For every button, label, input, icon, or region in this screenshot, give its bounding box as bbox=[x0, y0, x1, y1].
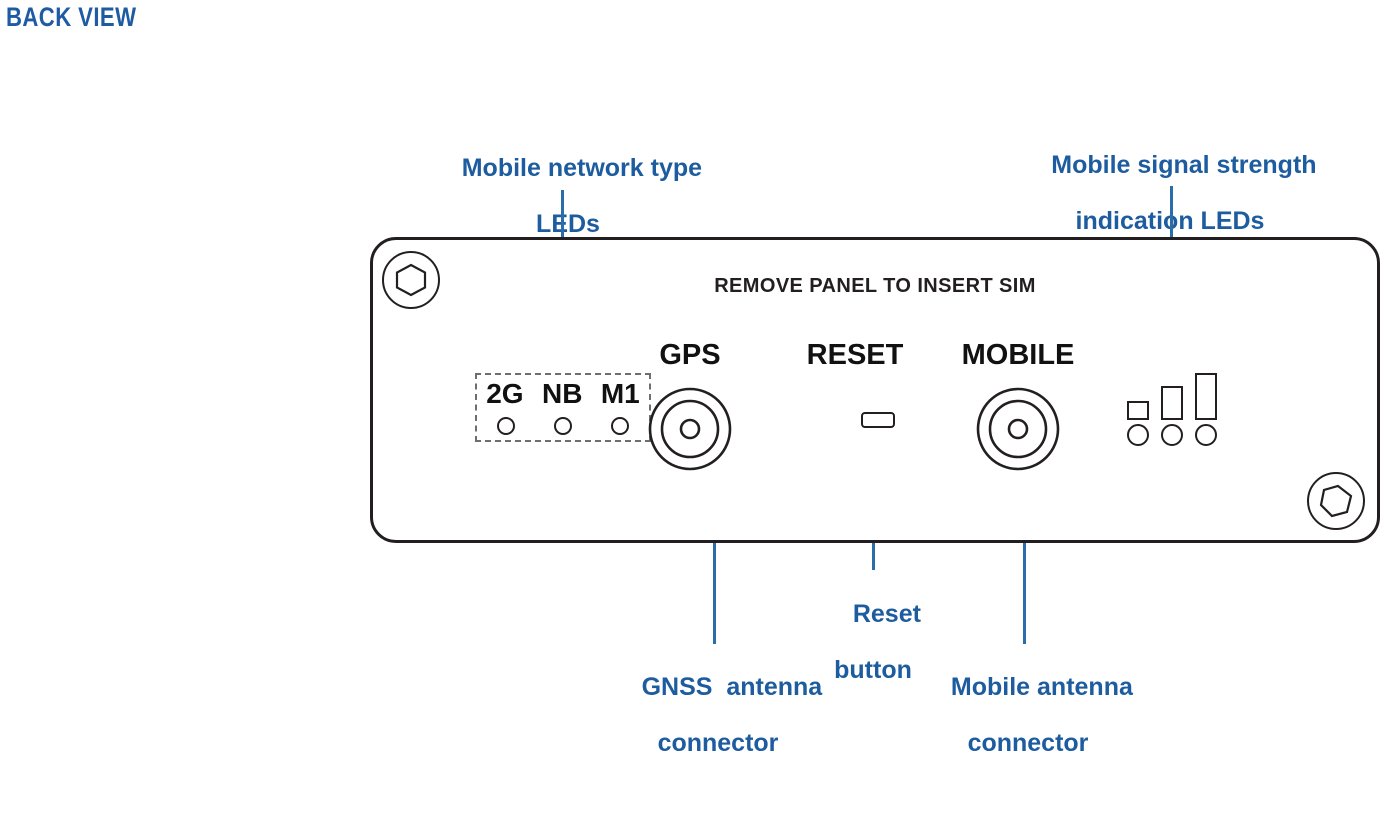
callout-mobile-line1: Mobile antenna bbox=[950, 673, 1133, 701]
network-type-led-group: 2G NB M1 bbox=[475, 373, 651, 442]
led-indicator-2g bbox=[496, 417, 515, 435]
callout-signal-strength-leds: Mobile signal strength indication LEDs bbox=[1000, 123, 1340, 291]
callout-reset-line2: button bbox=[834, 656, 912, 684]
callout-network-type-line2: LEDs bbox=[536, 210, 600, 238]
mobile-antenna-connector-icon[interactable] bbox=[976, 387, 1060, 471]
signal-strength-indicator bbox=[1127, 368, 1219, 448]
hexagon-icon bbox=[395, 263, 427, 297]
gnss-antenna-connector-icon[interactable] bbox=[648, 387, 732, 471]
page-title: BACK VIEW bbox=[6, 2, 137, 32]
callout-mobile-antenna-connector: Mobile antenna connector bbox=[898, 645, 1158, 813]
signal-strength-bars bbox=[1127, 368, 1219, 420]
callout-reset-button: Reset button bbox=[793, 572, 953, 740]
network-led-label-m1: M1 bbox=[600, 378, 640, 409]
callout-signal-strength-line2: indication LEDs bbox=[1075, 207, 1265, 235]
callout-mobile-line2: connector bbox=[967, 729, 1089, 757]
signal-led-2 bbox=[1161, 424, 1183, 446]
reset-button[interactable] bbox=[861, 412, 895, 428]
hexagon-icon bbox=[1319, 484, 1353, 518]
signal-strength-led-dots bbox=[1127, 424, 1219, 446]
port-label-reset: RESET bbox=[806, 339, 904, 371]
signal-led-3 bbox=[1195, 424, 1217, 446]
leader-line-gnss-connector bbox=[713, 466, 716, 644]
signal-bar-2 bbox=[1161, 386, 1183, 420]
signal-led-1 bbox=[1127, 424, 1149, 446]
signal-bar-3 bbox=[1195, 373, 1217, 420]
network-type-led-labels: 2G NB M1 bbox=[477, 380, 649, 408]
hex-screw-icon-bottom-right bbox=[1307, 472, 1365, 530]
panel-sim-instruction-text: REMOVE PANEL TO INSERT SIM bbox=[714, 275, 1036, 297]
network-led-label-nb: NB bbox=[541, 378, 583, 409]
network-led-label-2g: 2G bbox=[486, 378, 524, 409]
port-label-mobile: MOBILE bbox=[961, 339, 1075, 371]
callout-signal-strength-line1: Mobile signal strength bbox=[1051, 151, 1317, 179]
network-type-led-dots bbox=[477, 417, 649, 435]
callout-network-type-leds: Mobile network type LEDs bbox=[408, 126, 728, 294]
leader-line-mobile-connector bbox=[1023, 466, 1026, 644]
callout-gnss-line1: GNSS antenna bbox=[641, 673, 823, 701]
hex-screw-icon-top-left bbox=[382, 251, 440, 309]
callout-network-type-line1: Mobile network type bbox=[461, 154, 703, 182]
back-view-diagram: BACK VIEW Mobile network type LEDs Mobil… bbox=[6, 2, 1380, 757]
led-indicator-m1 bbox=[611, 417, 630, 435]
device-back-panel: REMOVE PANEL TO INSERT SIM GPS RESET MOB… bbox=[370, 237, 1380, 543]
callout-gnss-line2: connector bbox=[657, 729, 779, 757]
signal-bar-1 bbox=[1127, 401, 1149, 420]
led-indicator-nb bbox=[553, 417, 572, 435]
callout-reset-line1: Reset bbox=[852, 600, 921, 628]
callout-gnss-antenna-connector: GNSS antenna connector bbox=[578, 645, 858, 813]
port-label-gps: GPS bbox=[659, 339, 721, 371]
